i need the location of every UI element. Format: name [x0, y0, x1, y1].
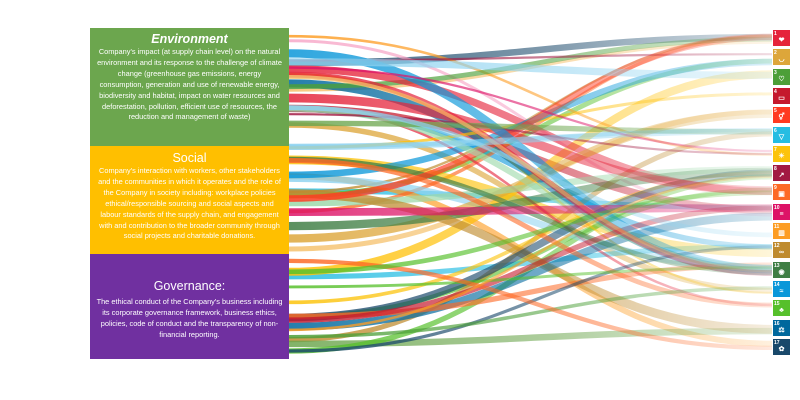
flow-ribbon [288, 175, 773, 332]
sdg-goal-number: 4 [774, 88, 777, 95]
city-icon: ▥ [778, 230, 785, 237]
social-panel: Social Company's interaction with worker… [90, 146, 289, 254]
heartbeat-icon: ♡ [778, 75, 785, 83]
sdg-goal-number: 11 [774, 224, 780, 230]
flow-ribbon [288, 127, 773, 151]
sdg-goal-10: 10≡ [773, 203, 790, 220]
infinity-icon: ∞ [779, 249, 784, 257]
sdg-goal-8: 8↗ [773, 165, 790, 182]
social-description: Company's interaction with workers, othe… [98, 166, 281, 241]
flow-ribbon [288, 34, 773, 156]
sdg-goal-6: 6▽ [773, 126, 790, 143]
sdg-goal-number: 7 [774, 146, 777, 153]
sdg-goal-number: 3 [774, 69, 777, 76]
sun-icon: ☀ [778, 152, 785, 160]
eye-globe-icon: ◉ [778, 268, 785, 276]
sdg-goal-17: 17✿ [773, 338, 790, 355]
sdg-goal-5: 5⚥ [773, 107, 790, 124]
sdg-goal-3: 3♡ [773, 68, 790, 85]
sdg-goal-11: 11▥ [773, 223, 790, 239]
environment-panel: Environment Company's impact (at supply … [90, 28, 289, 146]
sdg-goal-number: 5 [774, 108, 777, 115]
flow-ribbon [288, 33, 773, 202]
environment-description: Company's impact (at supply chain level)… [97, 47, 282, 122]
flow-ribbon [288, 105, 773, 238]
flow-ribbon [288, 167, 773, 231]
flow-ribbon [288, 286, 773, 339]
sdg-goal-7: 7☀ [773, 145, 790, 162]
equality-icon: ≡ [779, 210, 784, 218]
social-title: Social [172, 151, 207, 165]
sdg-goal-16: 16⚖ [773, 319, 790, 336]
flow-ribbon [288, 169, 773, 322]
environment-title: Environment [151, 32, 228, 46]
sdg-goal-number: 15 [774, 301, 780, 308]
flow-ribbon [288, 204, 773, 323]
flower-icon: ✿ [778, 345, 785, 353]
governance-title: Governance: [153, 279, 226, 293]
flow-ribbon [288, 265, 773, 289]
flow-ribbon [288, 190, 773, 275]
cubes-icon: ▣ [778, 191, 785, 199]
book-icon: ▭ [778, 94, 785, 102]
governance-panel: Governance: The ethical conduct of the C… [90, 254, 289, 359]
flow-ribbon [288, 204, 773, 216]
sdg-goal-number: 8 [774, 166, 777, 173]
sdg-goal-number: 13 [774, 262, 780, 269]
sdg-goal-14: 14≈ [773, 280, 790, 297]
flow-ribbon [288, 66, 773, 153]
sdg-goal-number: 12 [774, 243, 780, 250]
flow-ribbon [288, 58, 773, 80]
sdg-goal-number: 2 [774, 50, 777, 57]
sdg-goal-number: 14 [774, 281, 780, 288]
water-icon: ▽ [778, 133, 785, 141]
dove-icon: ⚖ [778, 326, 785, 334]
sdg-goal-number: 17 [774, 339, 780, 346]
family-icon: ❤ [778, 37, 785, 44]
gender-icon: ⚥ [778, 114, 785, 122]
tree-icon: ♣ [779, 307, 784, 315]
sdg-goal-number: 16 [774, 320, 780, 327]
growth-chart-icon: ↗ [778, 172, 785, 180]
flow-ribbon [288, 245, 773, 353]
bowl-icon: ◡ [778, 56, 785, 64]
sdg-goal-2: 2◡ [773, 49, 790, 66]
governance-description: The ethical conduct of the Company's bus… [96, 297, 283, 339]
sdg-goal-4: 4▭ [773, 87, 790, 104]
sdg-goal-9: 9▣ [773, 184, 790, 201]
sdg-goal-12: 12∞ [773, 242, 790, 259]
sdg-goal-number: 1 [774, 31, 777, 37]
sdg-goal-1: 1❤ [773, 30, 790, 46]
sdg-goal-number: 10 [774, 204, 780, 211]
sdg-goal-13: 13◉ [773, 261, 790, 278]
fish-icon: ≈ [779, 287, 784, 295]
flow-ribbon [288, 74, 773, 273]
sdg-goal-15: 15♣ [773, 300, 790, 317]
sdg-goal-number: 6 [774, 127, 777, 134]
sdg-goal-number: 9 [774, 185, 777, 192]
